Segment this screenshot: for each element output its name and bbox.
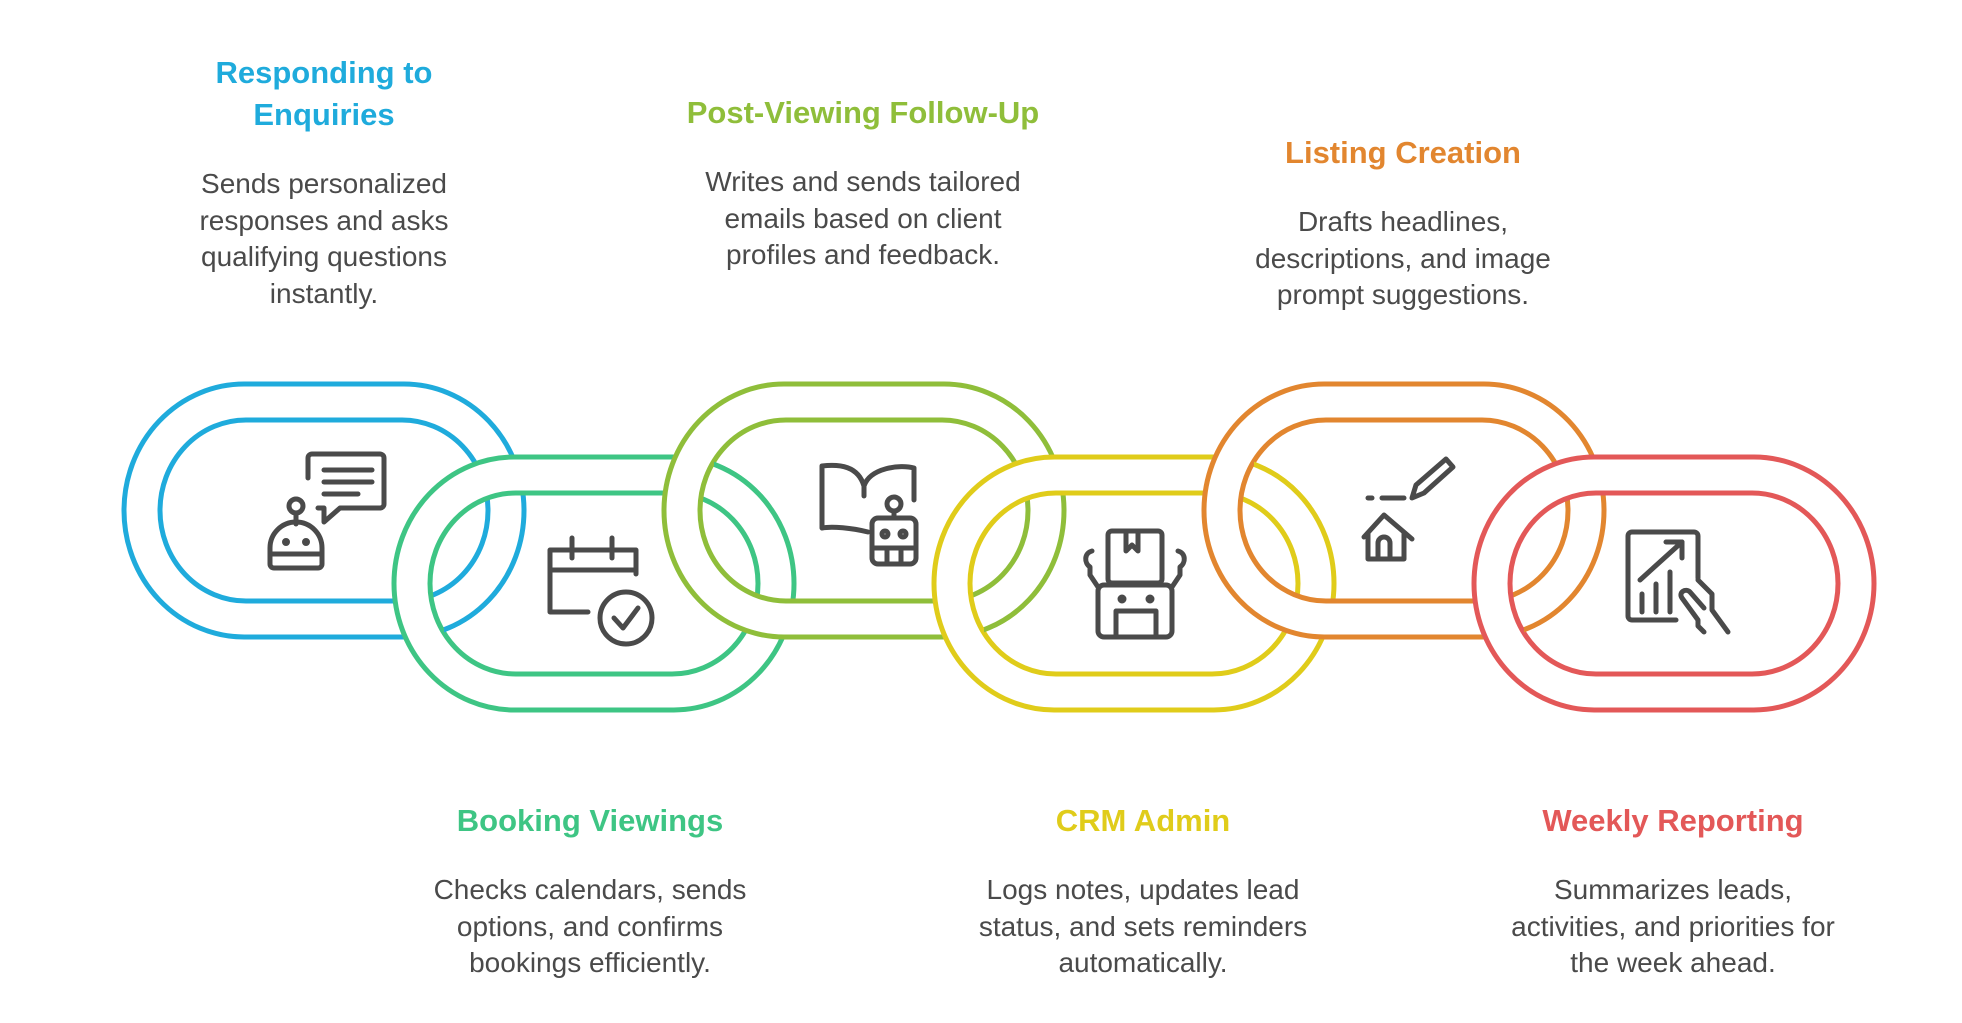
chain-link-band	[391, 454, 797, 713]
step-3-title: Post-Viewing Follow-Up	[686, 95, 1040, 130]
step-5-description: Drafts headlines, descriptions, and imag…	[1255, 206, 1551, 310]
step-1-title: Responding to Enquiries	[215, 55, 433, 132]
chain-link-4	[931, 454, 1337, 713]
chain-link-band	[1471, 454, 1877, 713]
chain-link-3-overlap	[984, 588, 1042, 633]
chain-link-band	[1254, 461, 1312, 506]
step-5-text: Listing Creation Drafts headlines, descr…	[1213, 132, 1593, 314]
step-3-description: Writes and sends tailored emails based o…	[705, 166, 1021, 270]
chain-link-band	[714, 461, 772, 506]
step-2-text: Booking Viewings Checks calendars, sends…	[400, 800, 780, 982]
step-1-text: Responding to Enquiries Sends personaliz…	[134, 52, 514, 312]
step-6-title: Weekly Reporting	[1542, 803, 1804, 838]
step-4-title: CRM Admin	[1055, 803, 1231, 838]
chain-link-band	[444, 588, 502, 633]
chain-link-band	[931, 454, 1337, 713]
step-6-description: Summarizes leads, activities, and priori…	[1511, 874, 1835, 978]
step-3-text: Post-Viewing Follow-Up Writes and sends …	[673, 92, 1053, 274]
calendar-check-icon	[540, 530, 670, 660]
tablet-chart-hand-icon	[1620, 528, 1750, 658]
chain-link-band	[984, 588, 1042, 633]
chain-link-5-overlap	[1524, 588, 1582, 633]
step-6-text: Weekly Reporting Summarizes leads, activ…	[1483, 800, 1863, 982]
robot-box-icon	[1082, 527, 1212, 657]
chain-link-2	[391, 454, 797, 713]
chain-link-6	[1471, 454, 1877, 713]
step-4-description: Logs notes, updates lead status, and set…	[978, 874, 1308, 978]
chain-link-4-overlap	[1254, 461, 1312, 506]
chain-link-1-overlap	[444, 588, 502, 633]
chain-link-2-overlap	[714, 461, 772, 506]
book-robot-icon	[812, 456, 942, 586]
robot-chat-icon	[262, 448, 392, 578]
step-2-title: Booking Viewings	[456, 803, 724, 838]
step-5-title: Listing Creation	[1285, 135, 1521, 170]
step-4-text: CRM Admin Logs notes, updates lead statu…	[953, 800, 1333, 982]
step-1-description: Sends personalized responses and asks qu…	[199, 168, 449, 309]
chain-link-band	[1524, 588, 1582, 633]
house-pencil-icon	[1360, 455, 1490, 585]
step-2-description: Checks calendars, sends options, and con…	[433, 874, 747, 978]
